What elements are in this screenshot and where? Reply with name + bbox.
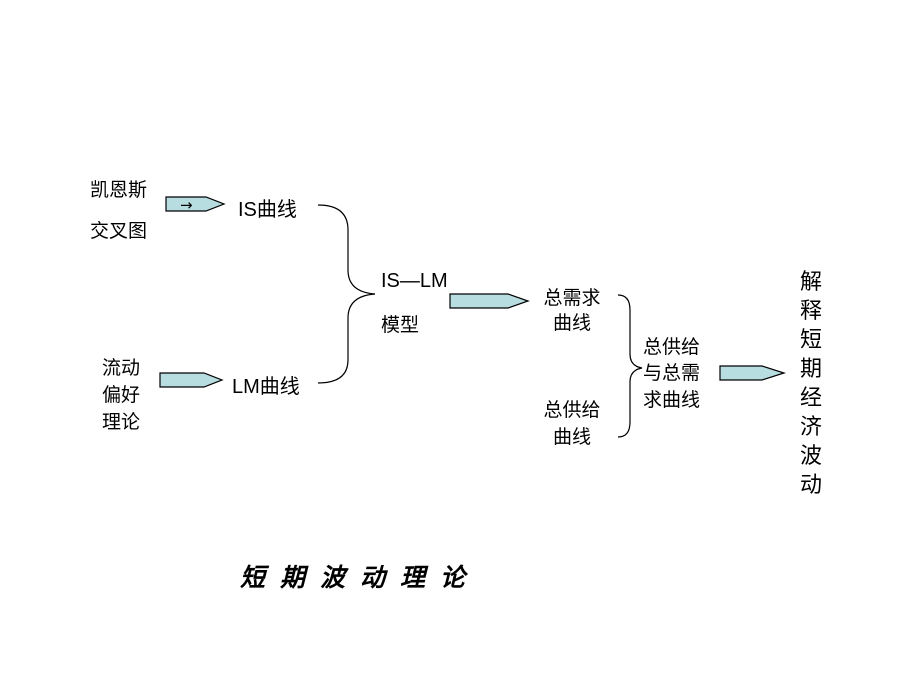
is-curve-label: IS曲线 [238,199,297,221]
islm-model-line1: IS—LM [381,270,448,292]
liquidity-pref-line3: 理论 [101,411,140,433]
as-ad-line2: 与总需 [643,362,701,384]
brace-ad-as [617,294,643,438]
liquidity-pref-line1: 流动 [101,357,140,379]
arrow-islm-to-ad [449,293,530,309]
as-curve-line1: 总供给 [543,399,601,421]
brace-is-lm [317,204,376,384]
arrow-keynes-to-is [165,196,226,212]
keynes-cross-line2: 交叉图 [90,220,148,242]
liquidity-pref-line2: 偏好 [101,384,140,406]
islm-model-line2: 模型 [381,314,420,336]
ad-curve-line1: 总需求 [543,287,601,309]
arrow-lp-to-lm [159,372,224,388]
ad-curve-line2: 曲线 [552,312,591,334]
arrow-asad-to-result [719,365,786,381]
as-ad-line3: 求曲线 [643,389,701,411]
result-vertical-text: 解释短期经济波动 [799,270,822,498]
keynes-arrow-glyph: → [180,196,193,214]
lm-curve-label: LM曲线 [232,376,300,398]
as-curve-line2: 曲线 [552,426,591,448]
keynes-cross-line1: 凯恩斯 [90,179,148,201]
as-ad-line1: 总供给 [643,336,701,358]
page-title: 短期波动理论 [240,563,481,592]
